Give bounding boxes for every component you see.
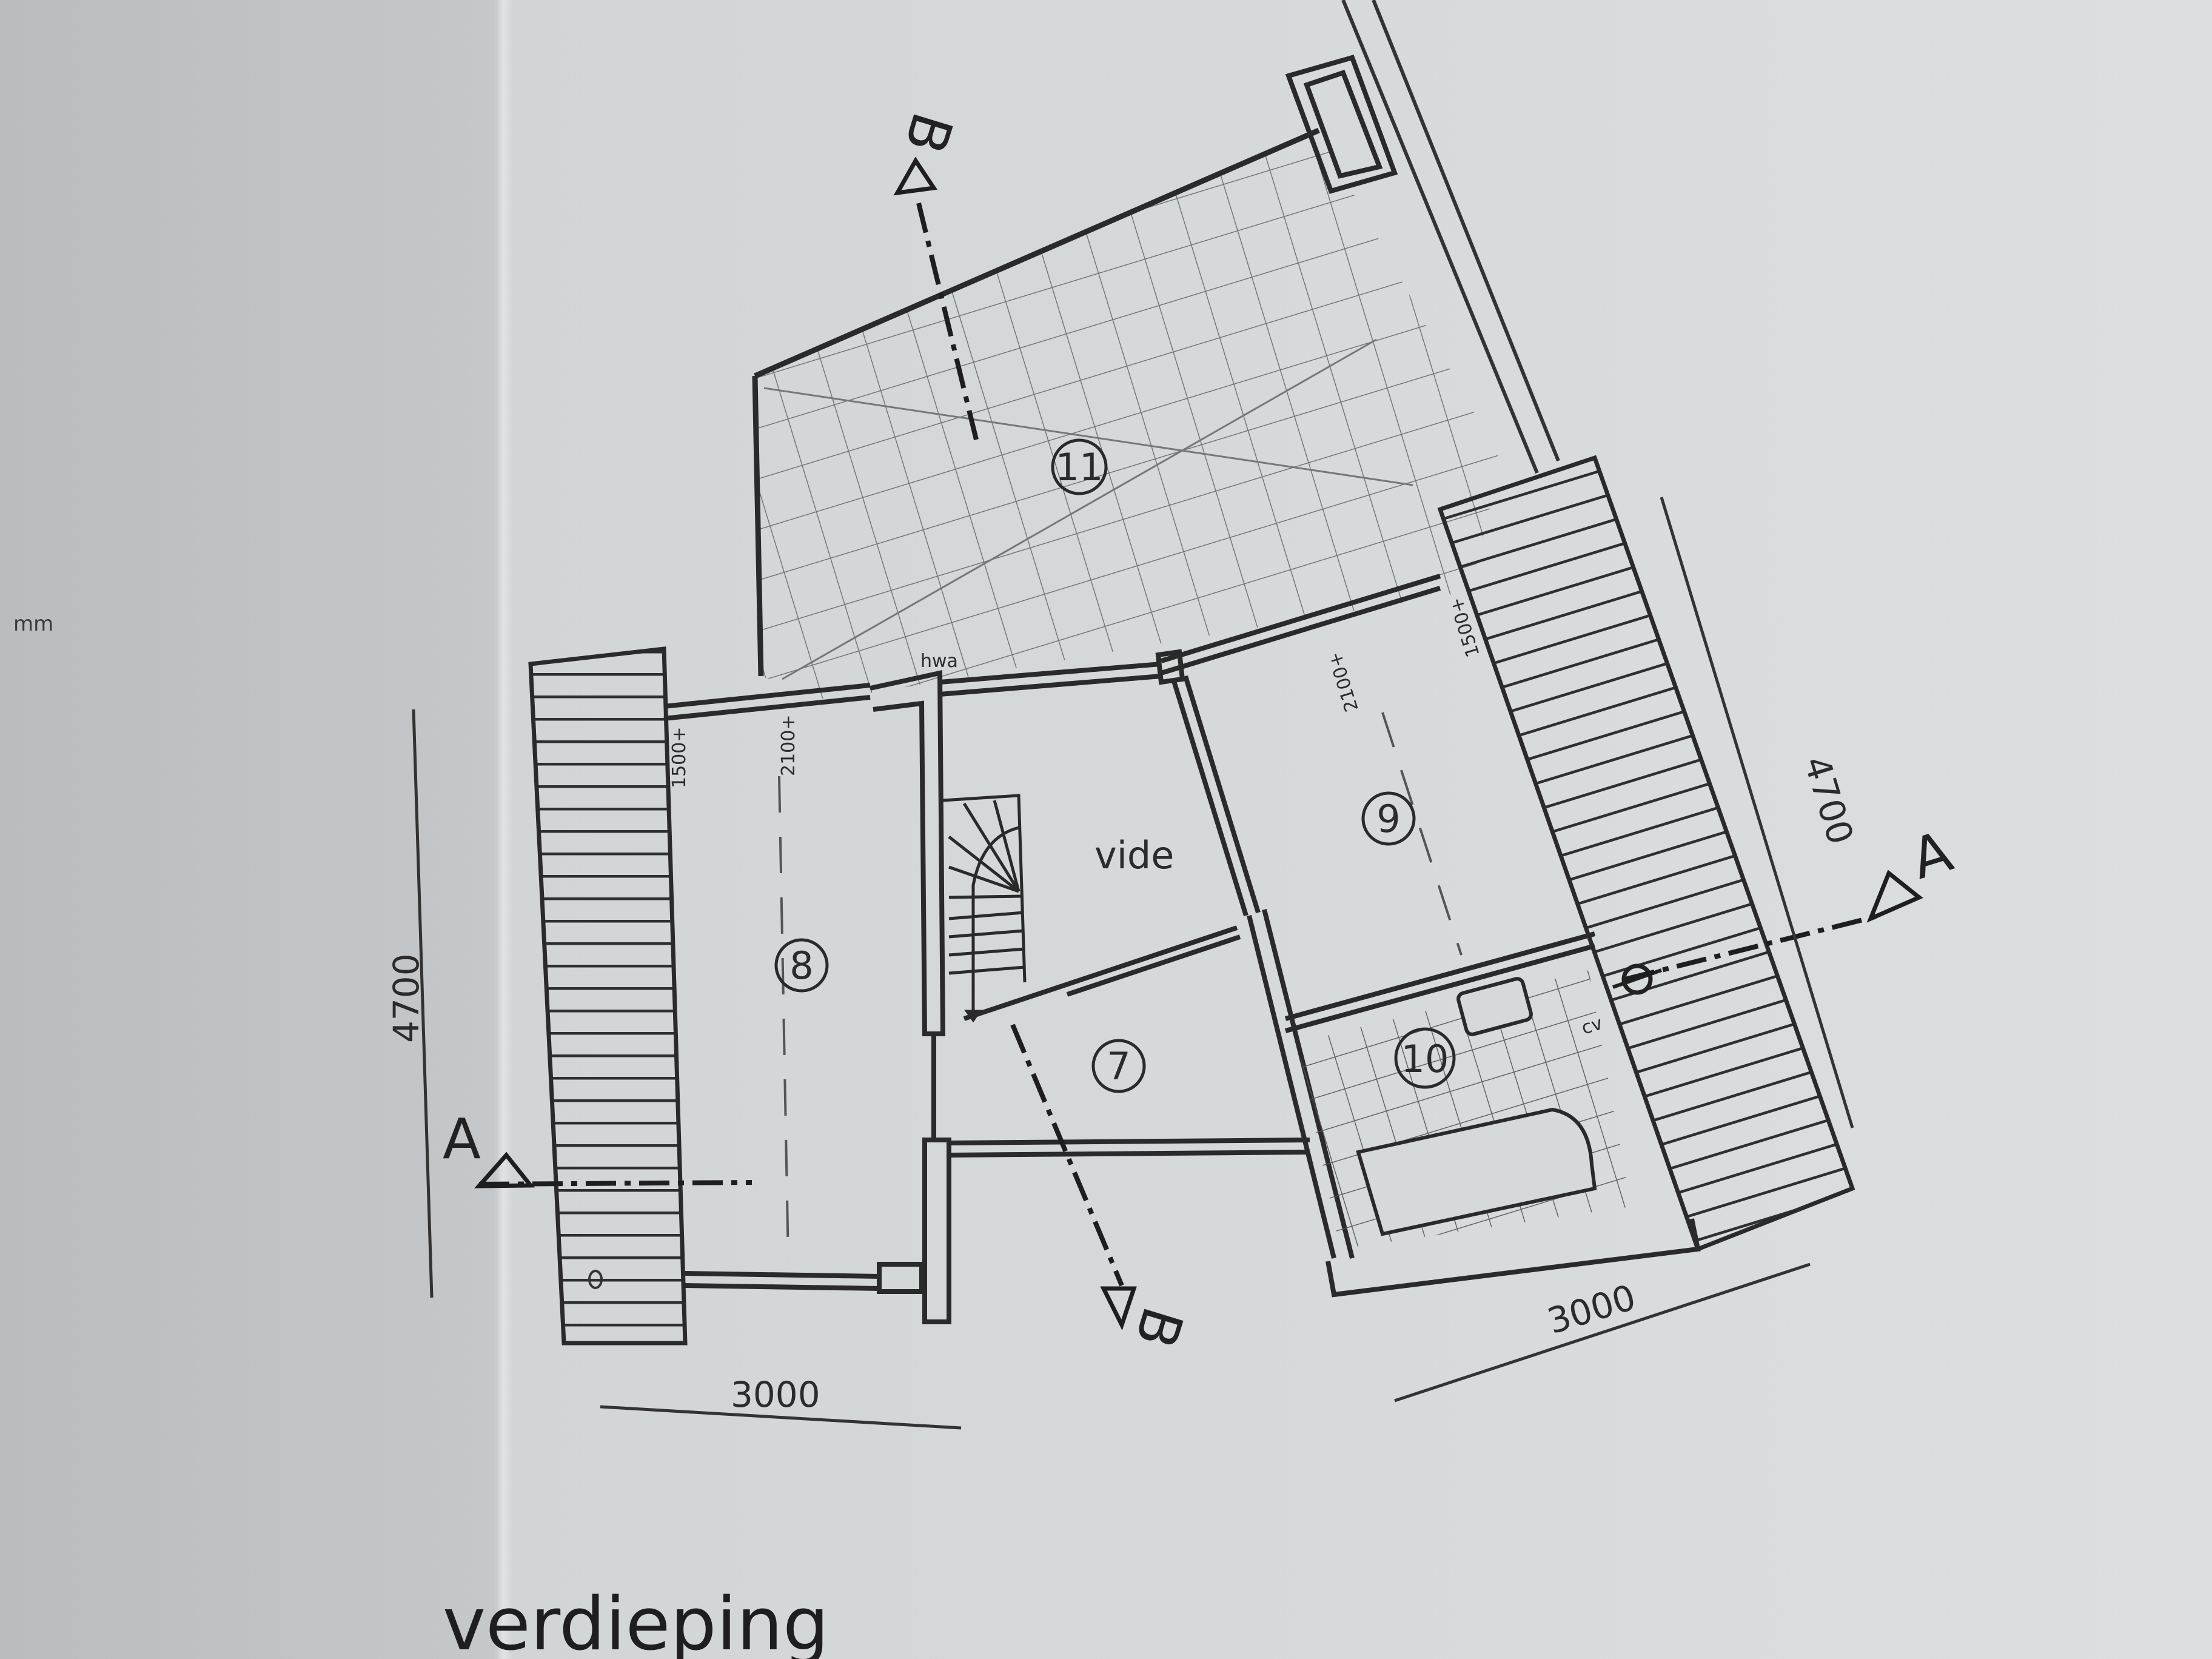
section-a-right-label: A: [1904, 819, 1960, 892]
dimension-right-height: 4700: [1796, 751, 1862, 849]
roof-edge-lines: [1341, 0, 1560, 474]
staircase: [942, 794, 1027, 1023]
section-a-left-label: A: [443, 1107, 481, 1171]
dimension-left-height: 4700: [386, 953, 427, 1043]
section-a-right-arrow: [1866, 870, 1923, 923]
room-11-terrace: [752, 127, 1501, 700]
hwa-label: hwa: [920, 651, 958, 672]
vide-label: vide: [1094, 833, 1174, 877]
room-circles: [774, 438, 1456, 1093]
room-7-label: 7: [1107, 1044, 1130, 1088]
paper-fold: [494, 0, 512, 1659]
drawing-title: verdieping: [443, 1583, 829, 1659]
room-8-label: 8: [789, 943, 813, 988]
room-10-label: 10: [1401, 1037, 1449, 1081]
section-b-top-arrow: [893, 156, 938, 196]
height-left-eave: 1500+: [669, 727, 690, 788]
room-10-bathroom: [1298, 970, 1631, 1249]
dimension-lines: [412, 497, 1854, 1430]
section-a-left-arrow: [474, 1151, 535, 1188]
cv-label: cv: [1579, 1013, 1605, 1039]
section-b-top-label: B: [892, 106, 965, 161]
section-b-bottom-arrow: [1100, 1286, 1137, 1331]
dimension-left-width: 3000: [731, 1374, 820, 1415]
dimension-right-width: 3000: [1543, 1276, 1640, 1342]
left-roof-slope: [528, 646, 688, 1346]
section-line-a: [478, 913, 1880, 1187]
height-right-eave: 1500+: [1446, 595, 1484, 660]
unit-label: mm: [13, 612, 53, 636]
section-line-b: [916, 203, 1124, 1287]
section-b-bottom-label: B: [1122, 1300, 1196, 1356]
room-11-label: 11: [1056, 445, 1104, 489]
height-left-mid: 2100+: [778, 715, 799, 776]
room-9-label: 9: [1376, 797, 1400, 841]
height-right-mid: 2100+: [1325, 649, 1363, 714]
ridge-lines: [778, 712, 1463, 1262]
chimney: [1285, 55, 1398, 194]
